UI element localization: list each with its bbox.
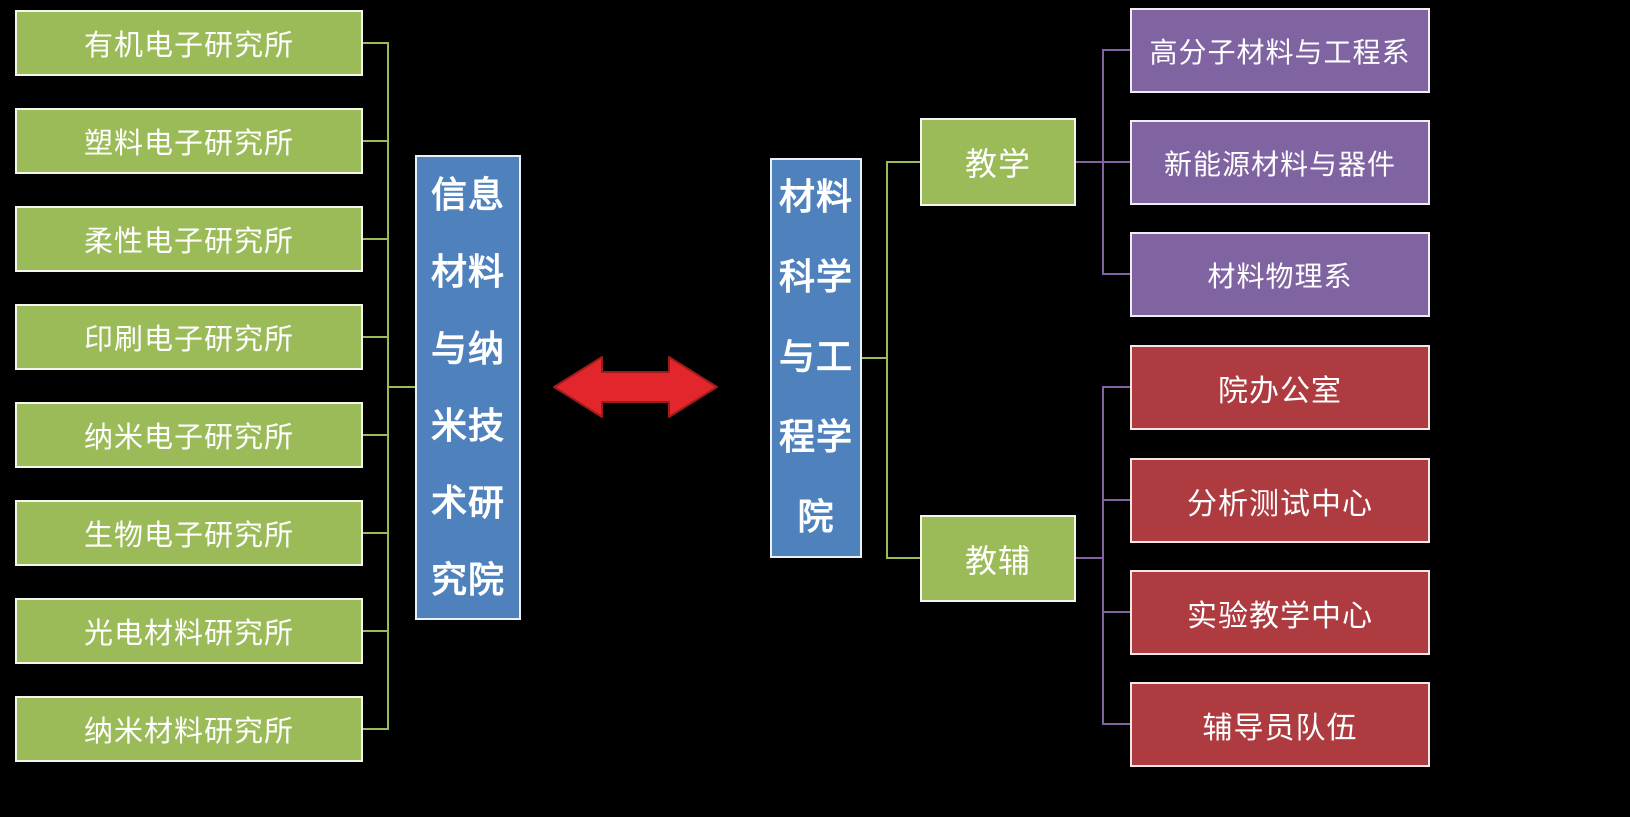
root-text-line: 信息 (430, 174, 505, 216)
connector-line (1102, 499, 1130, 501)
department-box: 新能源材料与器件 (1130, 120, 1430, 205)
root-text-line: 材料 (430, 251, 505, 293)
support-unit-box: 实验教学中心 (1130, 570, 1430, 655)
root-text-line: 院 (797, 497, 835, 538)
connector-trunk (1102, 386, 1104, 725)
connector-line (1102, 611, 1130, 613)
institute-box: 纳米电子研究所 (15, 402, 363, 468)
institute-box: 塑料电子研究所 (15, 108, 363, 174)
connector-trunk (387, 42, 389, 730)
connector-trunk (886, 161, 888, 559)
connector-line (363, 238, 389, 240)
institute-box: 柔性电子研究所 (15, 206, 363, 272)
connector-line (1076, 161, 1104, 163)
connector-line (1102, 161, 1130, 163)
root-text-line: 材料 (778, 177, 853, 218)
institute-box: 生物电子研究所 (15, 500, 363, 566)
connector-line (363, 728, 389, 730)
connector-line (363, 336, 389, 338)
root-text-line: 术研 (430, 482, 505, 524)
support-unit-box: 院办公室 (1130, 345, 1430, 430)
connector-line (363, 140, 389, 142)
connector-line (1102, 386, 1130, 388)
connector-line (363, 630, 389, 632)
root-text-line: 科学 (778, 257, 853, 298)
department-box: 材料物理系 (1130, 232, 1430, 317)
support-unit-box: 分析测试中心 (1130, 458, 1430, 543)
connector-line (1102, 49, 1130, 51)
connector-line (862, 357, 888, 359)
double-arrow-icon (548, 340, 723, 435)
connector-line (886, 557, 920, 559)
branch-box-support: 教辅 (920, 515, 1076, 602)
root-box-school: 材料 科学 与工 程学 院 (770, 158, 862, 558)
connector-line (389, 386, 415, 388)
connector-line (1102, 723, 1130, 725)
connector-line (363, 532, 389, 534)
department-box: 高分子材料与工程系 (1130, 8, 1430, 93)
root-box-institute: 信息 材料 与纳 米技 术研 究院 (415, 155, 521, 620)
root-text-line: 究院 (430, 559, 505, 601)
connector-line (1102, 273, 1130, 275)
connector-line (886, 161, 920, 163)
connector-line (363, 434, 389, 436)
institute-box: 光电材料研究所 (15, 598, 363, 664)
institute-box: 纳米材料研究所 (15, 696, 363, 762)
branch-box-teaching: 教学 (920, 118, 1076, 206)
root-text-line: 与纳 (430, 328, 505, 370)
support-unit-box: 辅导员队伍 (1130, 682, 1430, 767)
root-text-line: 程学 (778, 417, 853, 458)
connector-line (363, 42, 389, 44)
root-text-line: 与工 (778, 337, 853, 378)
root-text-line: 米技 (430, 405, 505, 447)
institute-box: 印刷电子研究所 (15, 304, 363, 370)
institute-box: 有机电子研究所 (15, 10, 363, 76)
connector-line (1076, 557, 1104, 559)
